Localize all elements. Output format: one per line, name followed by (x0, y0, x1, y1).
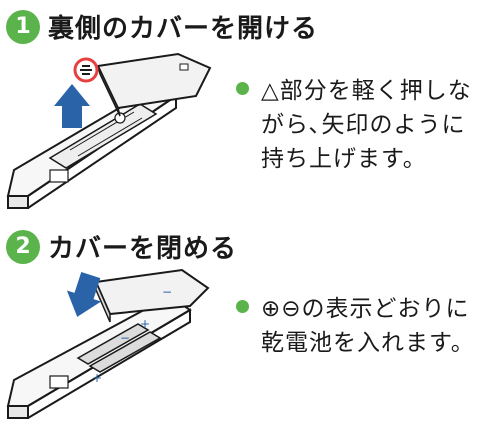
remote-body-side (7, 405, 29, 419)
step-number-badge: 2 (6, 229, 40, 264)
instruction-line: がら､矢印のように (261, 112, 466, 138)
step-1-heading: 1 裏側のカバーを開ける (6, 8, 318, 45)
instruction-line: 持ち上げます。 (261, 146, 427, 172)
step-2-heading: 2 カバーを閉める (6, 228, 237, 265)
lift-arrow (54, 84, 90, 128)
step-2: 2 カバーを閉める + + − − ⊕⊖の表示どおりに 乾電池を入れます。 (0, 212, 484, 422)
remote-body-side (7, 195, 29, 209)
remote-open-cover-illustration (6, 52, 212, 209)
step-1: 1 裏側のカバーを開ける △部分を軽く押しな がら､矢印のように 持ち上げます。 (6, 8, 472, 209)
remote-close-cover-illustration: + + − − (6, 268, 210, 419)
step-title: カバーを閉める (48, 234, 238, 264)
instruction-line: △部分を軽く押しな (261, 78, 472, 104)
battery-cover (94, 268, 210, 316)
instruction-line: ⊕⊖の表示どおりに (261, 296, 470, 322)
instruction-line: 乾電池を入れます。 (261, 330, 475, 356)
plus-mark: + (140, 317, 150, 331)
battery-compartment (48, 103, 158, 169)
plus-mark: + (92, 371, 102, 385)
minus-mark: − (120, 331, 130, 345)
step-1-instruction: △部分を軽く押しな がら､矢印のように 持ち上げます。 (236, 74, 472, 176)
battery (88, 331, 162, 373)
close-arrow (66, 271, 102, 317)
step-number-badge: 1 (6, 9, 40, 44)
minus-mark: − (162, 285, 172, 299)
bullet-dot (236, 300, 249, 313)
step-title: 裏側のカバーを開ける (48, 14, 319, 44)
latch-icon (80, 65, 92, 75)
step-2-instruction: ⊕⊖の表示どおりに 乾電池を入れます。 (236, 292, 475, 360)
bullet-dot (236, 82, 249, 95)
battery (76, 323, 150, 365)
